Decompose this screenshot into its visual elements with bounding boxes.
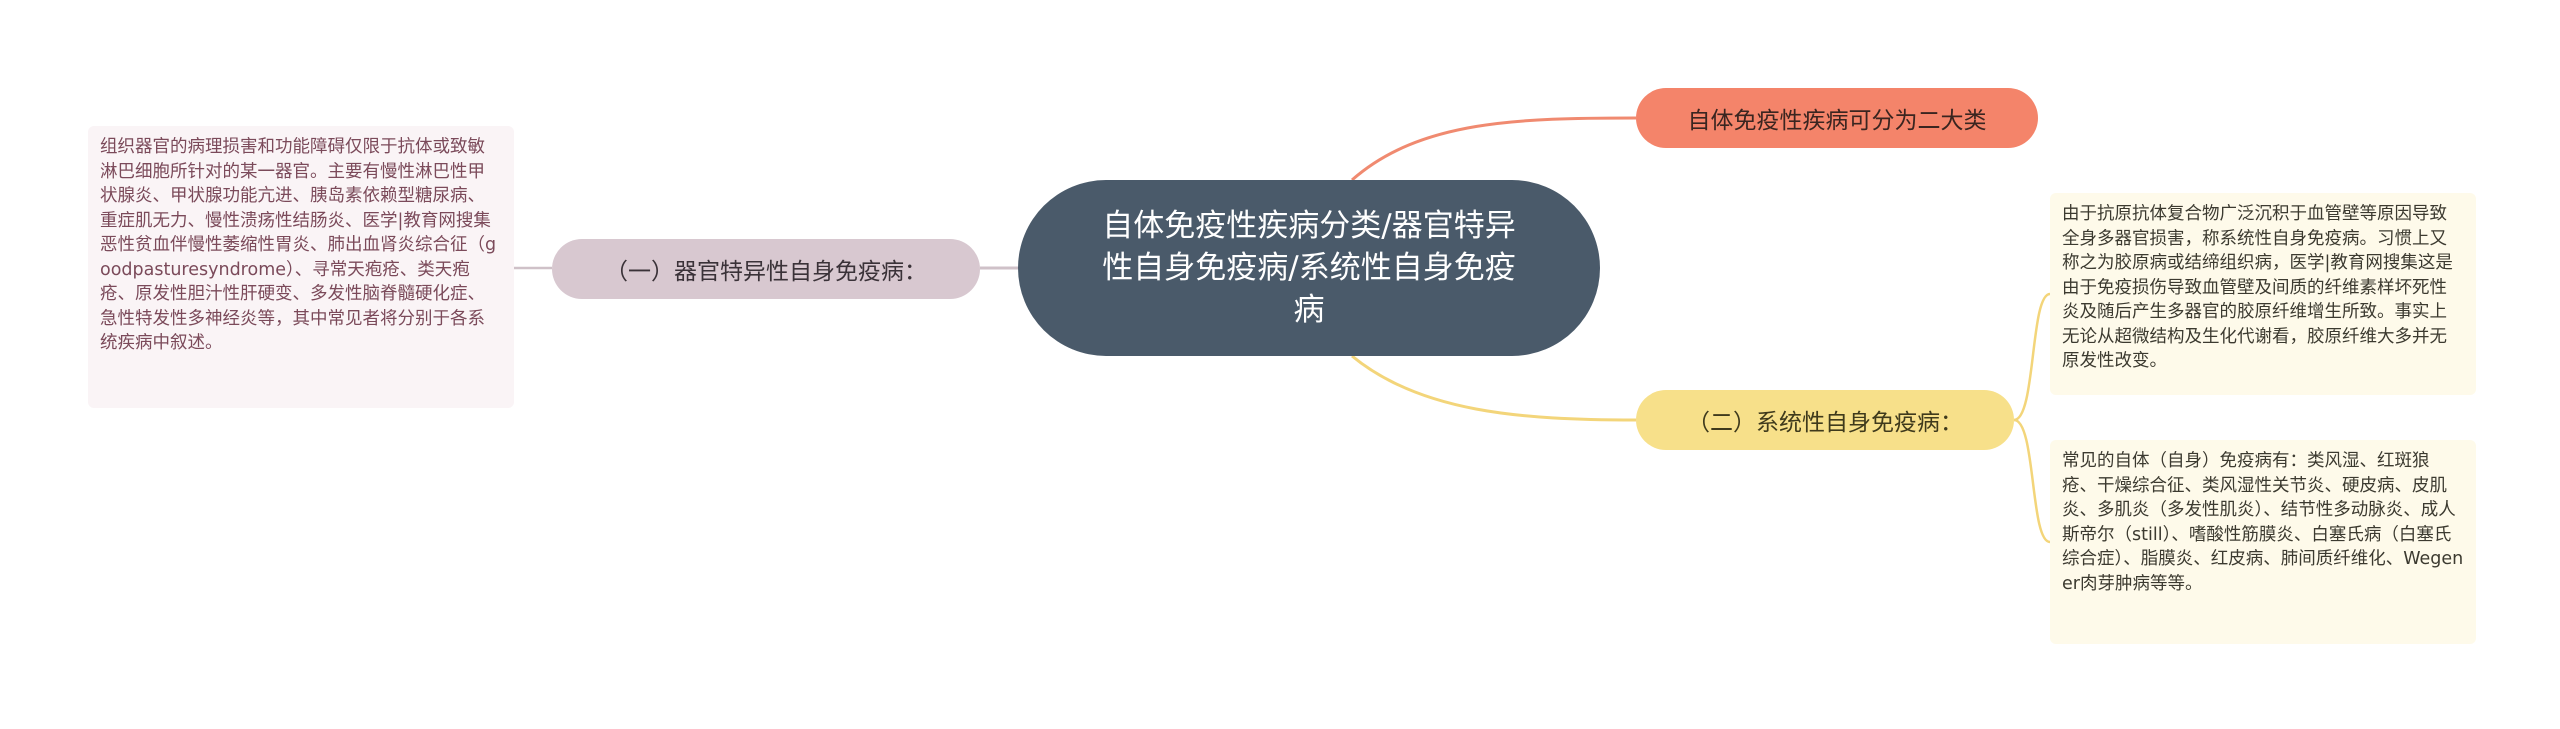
branch-two-categories-label: 自体免疫性疾病可分为二大类 — [1687, 108, 1987, 134]
branch-organ-specific-autoimmune[interactable]: （一）器官特异性自身免疫病： — [552, 239, 980, 299]
note-systemic-description-text: 由于抗原抗体复合物广泛沉积于血管壁等原因导致全身多器官损害，称系统性自身免疫病。… — [2062, 204, 2453, 371]
note-systemic-description[interactable]: 由于抗原抗体复合物广泛沉积于血管壁等原因导致全身多器官损害，称系统性自身免疫病。… — [2050, 193, 2476, 395]
link-system-branch-to-note-1 — [2013, 292, 2051, 422]
branch-organ-specific-autoimmune-label: （一）器官特异性自身免疫病： — [605, 259, 927, 285]
branch-systemic-autoimmune-label: （二）系统性自身免疫病： — [1687, 410, 1963, 436]
note-common-diseases-text: 常见的自体（自身）免疫病有：类风湿、红斑狼疮、干燥综合征、类风湿性关节炎、硬皮病… — [2062, 451, 2464, 594]
link-root-to-top-branch — [1351, 116, 1637, 182]
root-topic[interactable]: 自体免疫性疾病分类/器官特异性自身免疫病/系统性自身免疫病 — [1018, 180, 1600, 356]
note-organ-specific-description[interactable]: 组织器官的病理损害和功能障碍仅限于抗体或致敏淋巴细胞所针对的某一器官。主要有慢性… — [88, 126, 514, 408]
note-common-diseases[interactable]: 常见的自体（自身）免疫病有：类风湿、红斑狼疮、干燥综合征、类风湿性关节炎、硬皮病… — [2050, 440, 2476, 644]
note-organ-specific-text: 组织器官的病理损害和功能障碍仅限于抗体或致敏淋巴细胞所针对的某一器官。主要有慢性… — [100, 137, 497, 353]
link-root-to-system-branch — [1351, 354, 1637, 422]
root-topic-label: 自体免疫性疾病分类/器官特异性自身免疫病/系统性自身免疫病 — [1102, 208, 1516, 328]
link-system-branch-to-note-2 — [2013, 418, 2051, 544]
branch-two-categories[interactable]: 自体免疫性疾病可分为二大类 — [1636, 88, 2038, 148]
branch-systemic-autoimmune[interactable]: （二）系统性自身免疫病： — [1636, 390, 2014, 450]
